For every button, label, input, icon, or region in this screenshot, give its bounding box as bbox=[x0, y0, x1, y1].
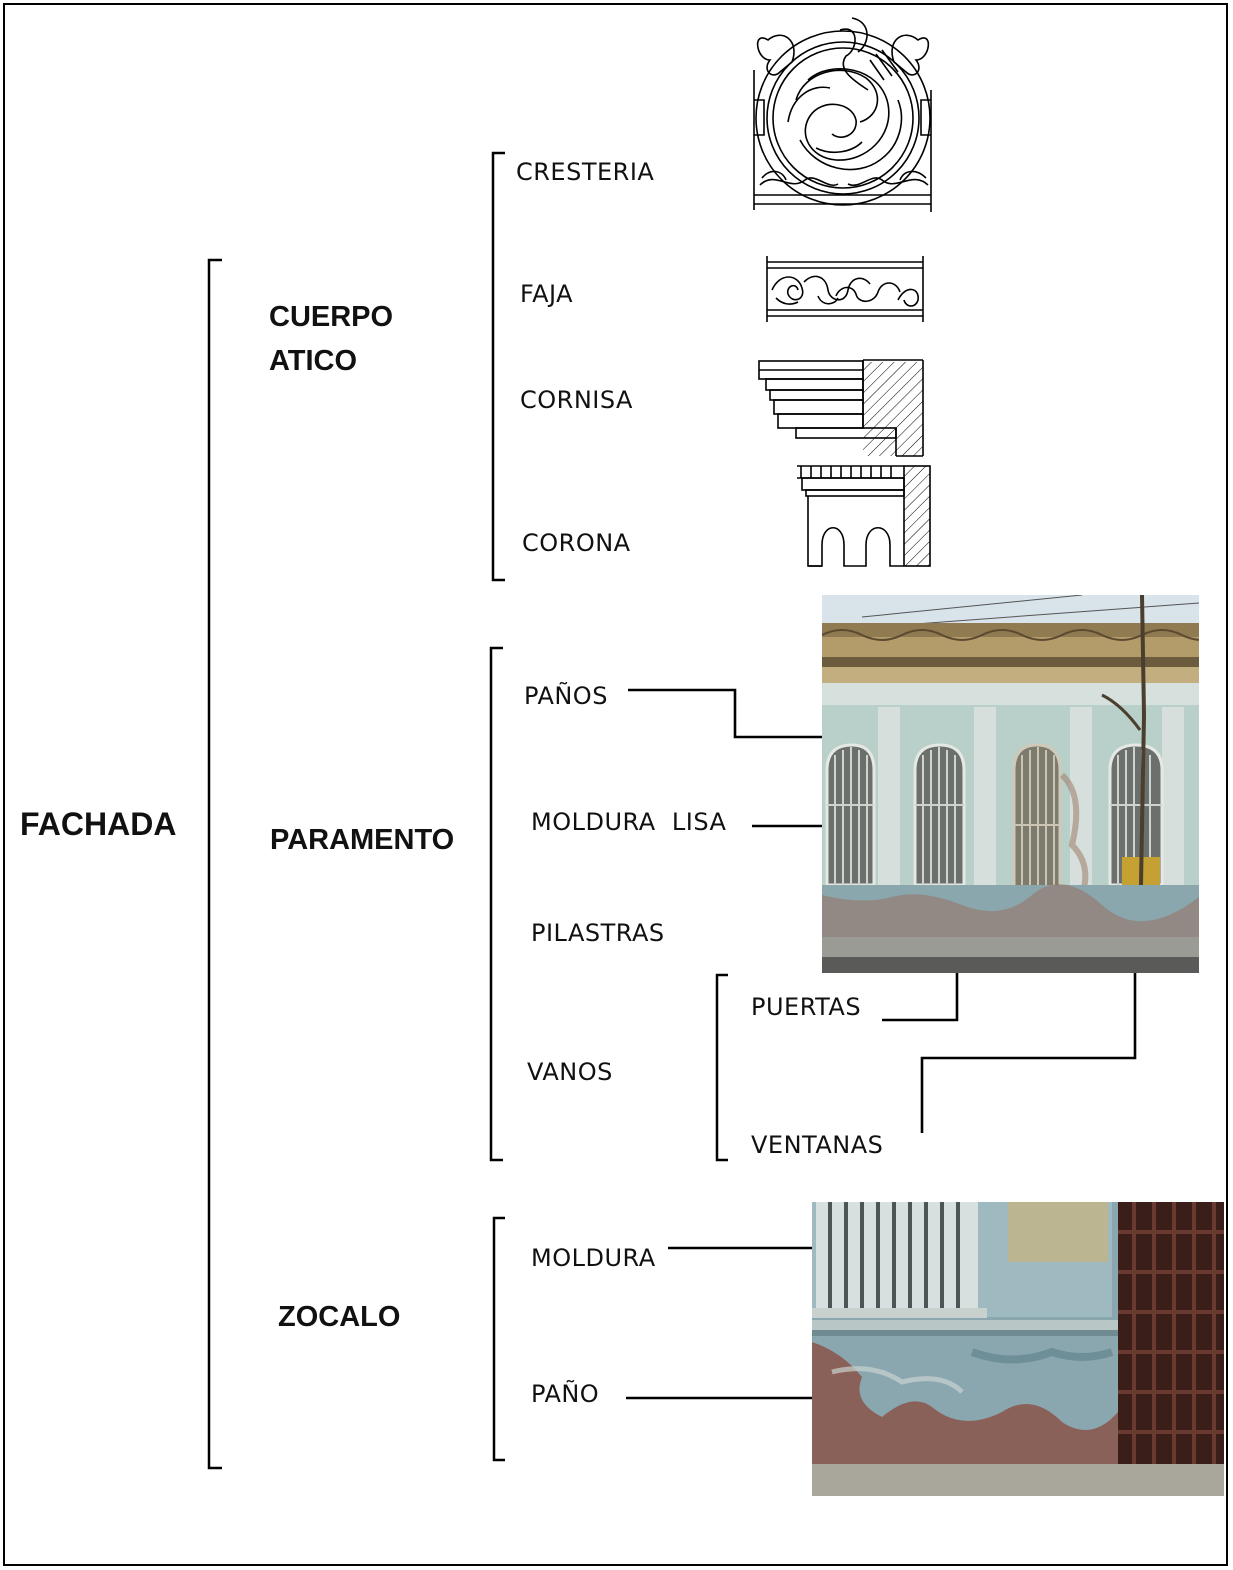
zocalo-photo bbox=[812, 1202, 1224, 1496]
cresteria-drawing bbox=[753, 17, 932, 212]
corona-drawing bbox=[797, 465, 931, 567]
ventanas-label: VENTANAS bbox=[751, 1131, 884, 1159]
bracket-zocalo bbox=[492, 1216, 505, 1462]
pilastras-label: PILASTRAS bbox=[531, 919, 665, 947]
paramento-label: PARAMENTO bbox=[270, 824, 455, 856]
faja-drawing bbox=[766, 256, 924, 322]
bracket-vanos bbox=[715, 973, 728, 1162]
diagram-frame bbox=[3, 3, 1228, 1566]
bracket-cuerpo-atico bbox=[491, 151, 505, 582]
cuerpo-atico-label-line2: ATICO bbox=[269, 345, 358, 377]
moldura-lisa-label: MOLDURA LISA bbox=[531, 808, 727, 836]
pano-label: PAÑO bbox=[531, 1380, 600, 1408]
cornisa-drawing bbox=[758, 359, 924, 457]
cornisa-label: CORNISA bbox=[520, 386, 633, 414]
bracket-fachada bbox=[207, 258, 222, 1470]
corona-label: CORONA bbox=[522, 529, 631, 557]
bracket-paramento bbox=[489, 646, 503, 1162]
panos-label: PAÑOS bbox=[524, 682, 608, 710]
vanos-label: VANOS bbox=[527, 1058, 613, 1086]
cuerpo-atico-label-line1: CUERPO bbox=[269, 301, 394, 333]
facade-photo bbox=[822, 595, 1199, 973]
puertas-label: PUERTAS bbox=[751, 993, 862, 1021]
faja-label: FAJA bbox=[520, 280, 574, 308]
zocalo-label: ZOCALO bbox=[278, 1301, 401, 1333]
fachada-label: FACHADA bbox=[20, 806, 177, 842]
cresteria-label: CRESTERIA bbox=[516, 158, 655, 186]
moldura-label: MOLDURA bbox=[531, 1244, 656, 1272]
arrow-panos bbox=[628, 688, 838, 737]
